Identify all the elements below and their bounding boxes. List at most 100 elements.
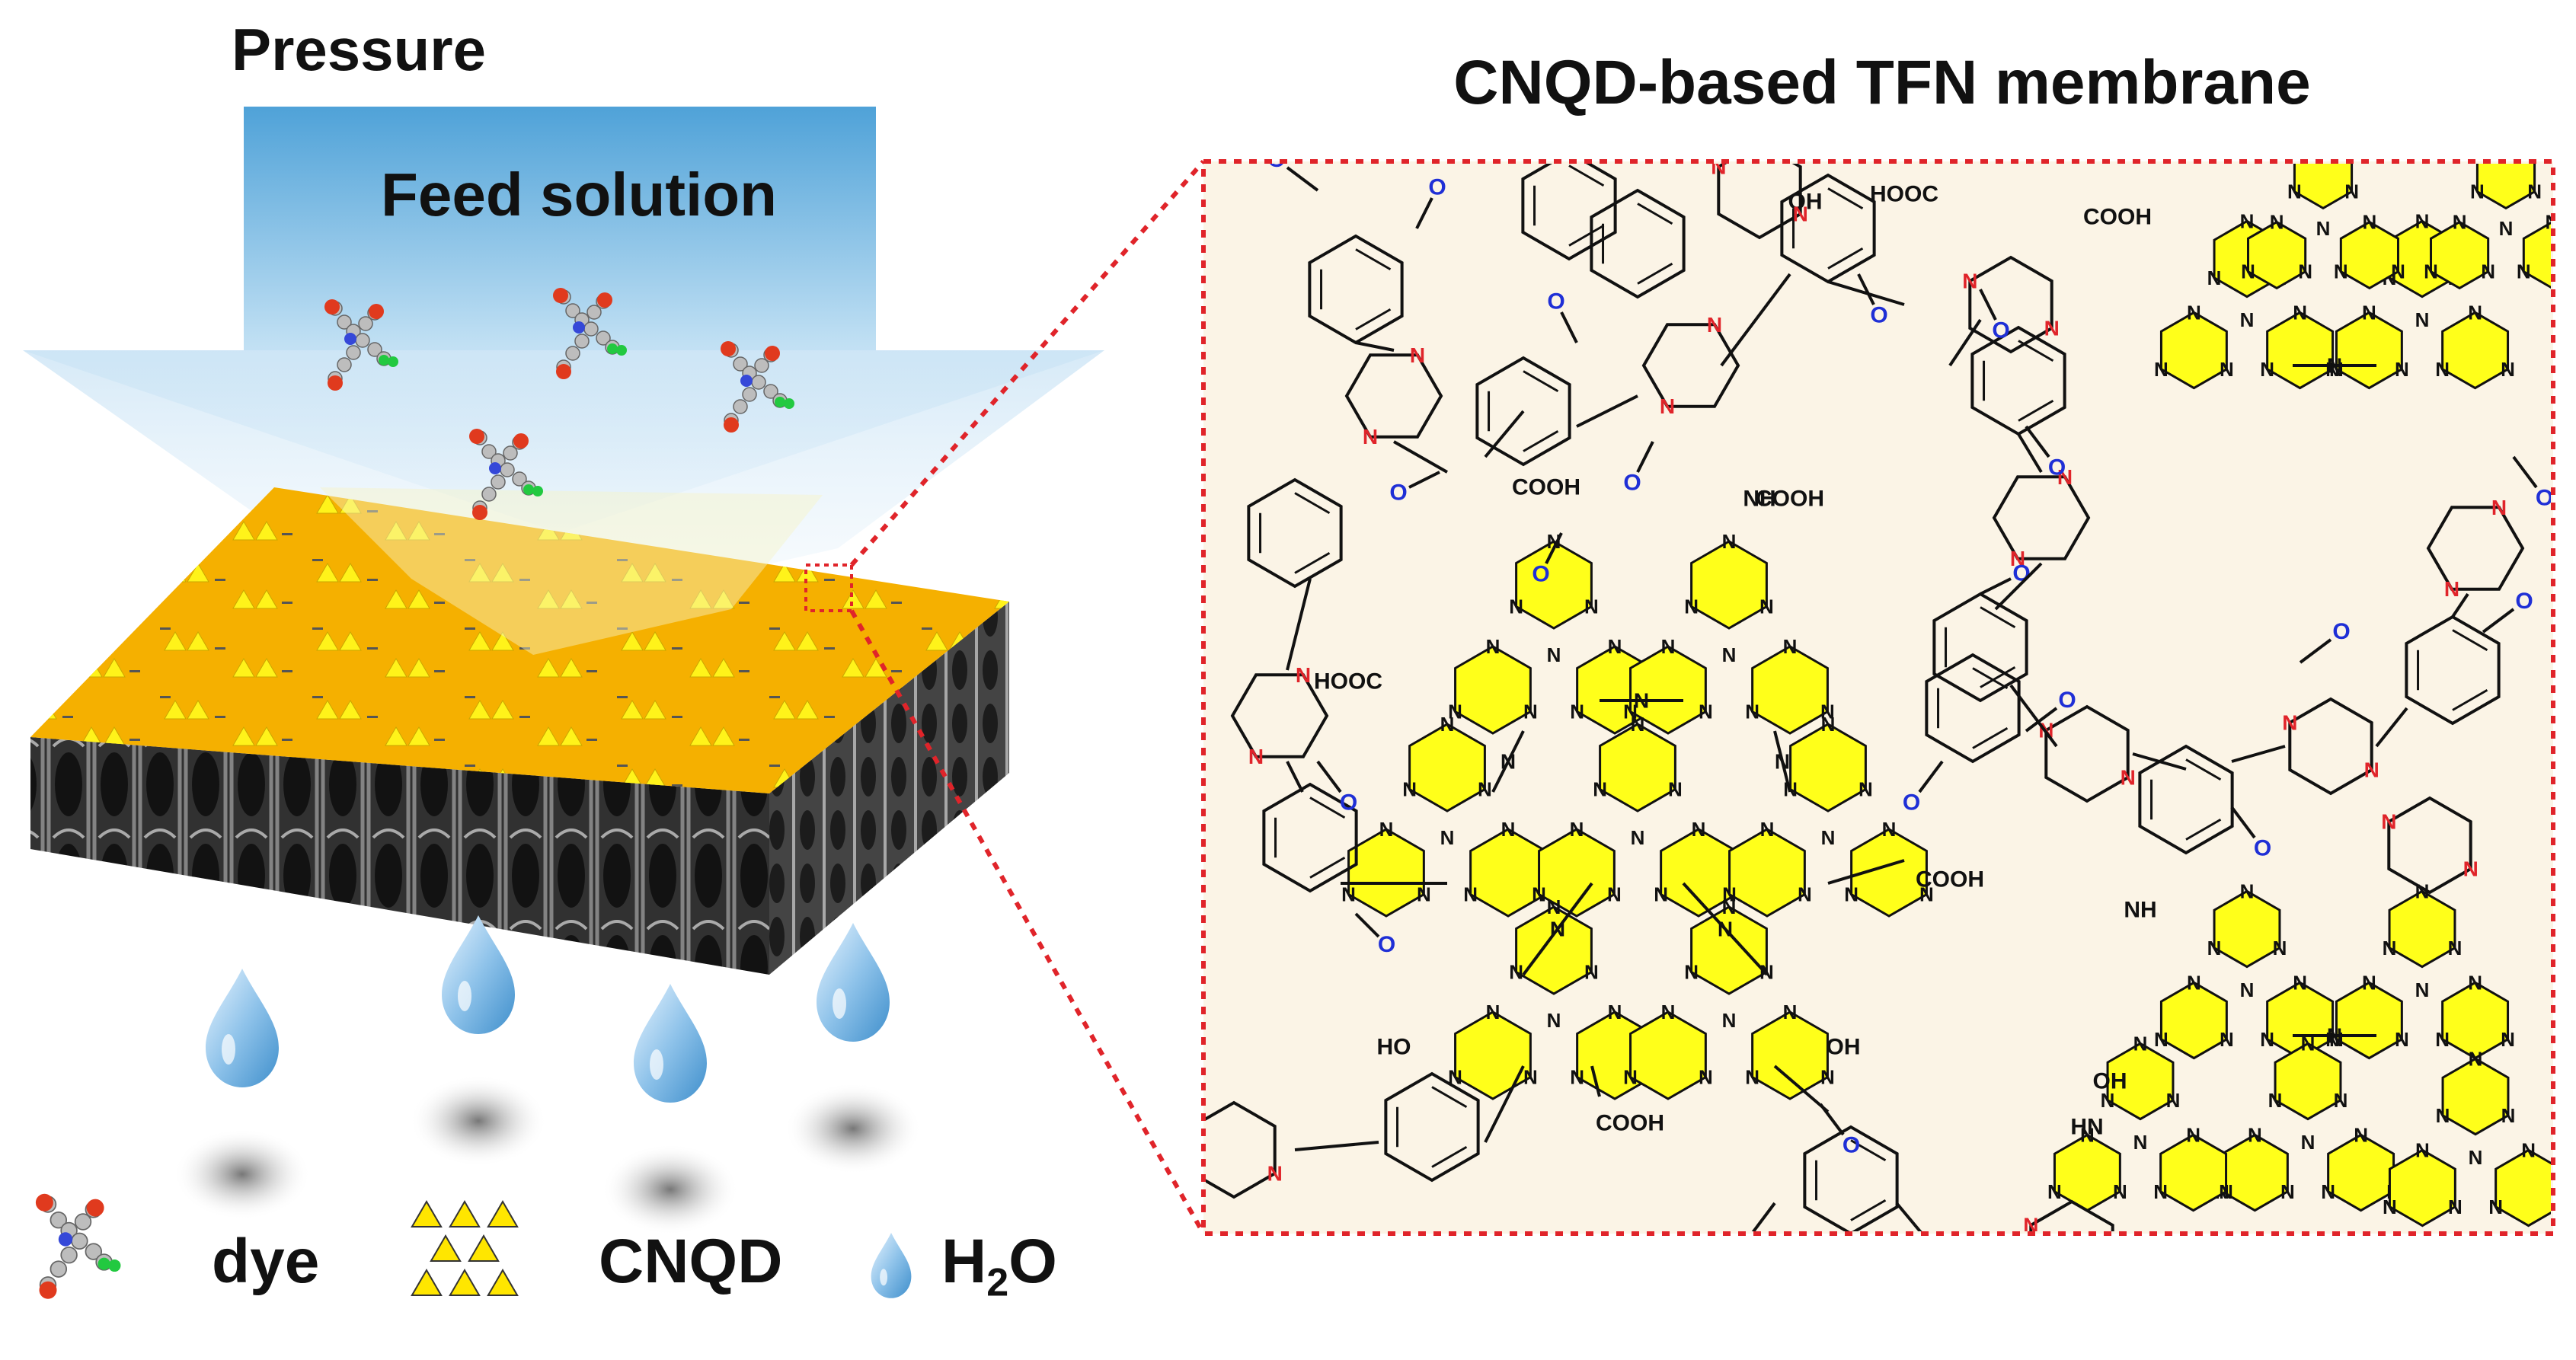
pressure-arrow (23, 107, 1104, 624)
functional-group-label: HOOC (1870, 182, 1938, 207)
svg-text:N: N (1820, 1066, 1835, 1089)
svg-text:N: N (1509, 595, 1523, 618)
svg-text:N: N (2187, 301, 2201, 324)
svg-text:N: N (2154, 1028, 2169, 1051)
svg-text:N: N (1463, 883, 1478, 906)
svg-text:N: N (2047, 1180, 2062, 1203)
bridge-nitrogen: N (1718, 918, 1733, 941)
svg-text:N: N (1759, 595, 1774, 618)
svg-text:N: N (2248, 1123, 2262, 1146)
carbonyl-oxygen: O (1389, 480, 1407, 506)
dye-molecule (35, 1193, 121, 1299)
svg-text:N: N (2240, 209, 2255, 232)
svg-text:N: N (2220, 1028, 2234, 1051)
water-subscript: 2 (986, 1260, 1009, 1305)
pressure-label: Pressure (232, 16, 486, 83)
zoom-source-box (804, 563, 853, 612)
benzene-ring (1590, 188, 1686, 299)
svg-text:N: N (2010, 547, 2025, 570)
svg-text:N: N (1699, 1066, 1713, 1089)
svg-text:N: N (1722, 530, 1737, 553)
svg-text:N: N (2057, 465, 2073, 489)
svg-text:N: N (2499, 217, 2514, 240)
svg-text:N: N (2293, 971, 2307, 994)
benzene-ring (1475, 356, 1571, 467)
functional-group-label: HN (2070, 1115, 2103, 1140)
svg-text:N: N (1410, 343, 1425, 367)
svg-text:N: N (2527, 180, 2542, 203)
svg-text:N: N (1661, 1001, 1676, 1023)
svg-text:N: N (2240, 880, 2255, 902)
svg-text:N: N (2383, 1196, 2397, 1218)
piperazine-ring: NN (1992, 465, 2091, 570)
svg-text:N: N (1623, 1066, 1638, 1089)
carbonyl-oxygen: O (1843, 1133, 1860, 1158)
svg-text:N: N (2321, 1180, 2335, 1203)
svg-text:N: N (2463, 857, 2479, 881)
water-drops (174, 915, 922, 1235)
svg-text:N: N (1185, 1115, 1200, 1138)
svg-text:N: N (2301, 1032, 2316, 1055)
svg-text:N: N (1341, 883, 1356, 906)
svg-text:N: N (1793, 203, 1808, 226)
carbonyl-oxygen: O (1903, 790, 1920, 816)
functional-group-label: COOH (1596, 1111, 1664, 1136)
svg-text:N: N (1363, 425, 1378, 449)
carbonyl-oxygen: O (1428, 175, 1446, 200)
carbonyl-oxygen: O (2254, 836, 2271, 861)
legend-cnqd-icon (411, 1200, 519, 1296)
carbonyl-oxygen: O (2048, 455, 2066, 480)
svg-text:N: N (1623, 701, 1638, 723)
dye-molecule (721, 341, 794, 433)
cnqd-unit (411, 1200, 443, 1228)
svg-text:N: N (2491, 496, 2507, 519)
svg-text:N: N (2329, 1028, 2344, 1051)
svg-text:N: N (2113, 1180, 2127, 1203)
svg-text:N: N (1820, 701, 1835, 723)
svg-text:N: N (2270, 211, 2284, 234)
piperazine-ring: NN (1230, 663, 1329, 768)
svg-text:N: N (1798, 883, 1812, 906)
cnqd-unit (487, 1269, 519, 1296)
piperazine-ring: NN (2282, 697, 2379, 796)
functional-group-label: COOH (1512, 475, 1580, 500)
svg-text:N: N (2344, 180, 2359, 203)
svg-text:N: N (2298, 260, 2312, 283)
feed-solution-label: Feed solution (381, 161, 777, 228)
svg-text:N: N (2364, 758, 2379, 782)
svg-text:N: N (2354, 1123, 2368, 1146)
zoom-panel: NNNNNNNNNNNNNNNNNNNNNNNNNNNNNNNNNNNNNNNN… (1185, 147, 2555, 1237)
carbonyl-oxygen: O (1547, 289, 1564, 314)
svg-text:N: N (1722, 895, 1737, 918)
cnqd-unit (449, 1269, 481, 1296)
cnqd-unit (487, 1200, 519, 1228)
carbonyl-oxygen: O (1267, 147, 1285, 172)
svg-text:N: N (1821, 713, 1836, 736)
svg-text:N: N (2469, 1047, 2483, 1070)
svg-text:N: N (1783, 635, 1798, 658)
svg-text:N: N (2121, 766, 2136, 790)
svg-text:N: N (2287, 180, 2302, 203)
bridge-nitrogen: N (1634, 689, 1649, 713)
svg-text:N: N (1858, 778, 1873, 801)
svg-text:N: N (1821, 826, 1836, 849)
piperazine-ring: NN (2023, 1199, 2114, 1237)
functional-group-label: COOH (1916, 867, 1984, 892)
svg-text:N: N (1547, 643, 1561, 666)
svg-text:N: N (2187, 971, 2201, 994)
svg-text:N: N (2424, 260, 2438, 283)
carbonyl-oxygen: O (2536, 486, 2553, 511)
dye-molecule (553, 288, 627, 379)
carbonyl-oxygen: O (1378, 932, 1395, 957)
svg-text:N: N (1570, 818, 1584, 841)
svg-text:N: N (1745, 1066, 1759, 1089)
svg-text:N: N (2023, 1214, 2038, 1237)
svg-text:N: N (2186, 1123, 2200, 1146)
svg-text:N: N (1660, 394, 1675, 418)
svg-text:N: N (2383, 937, 2397, 959)
svg-text:N: N (1523, 701, 1538, 723)
piperazine-ring: NN (1711, 164, 1808, 240)
svg-text:N: N (2435, 1028, 2450, 1051)
cnqd-unit (468, 1234, 500, 1262)
